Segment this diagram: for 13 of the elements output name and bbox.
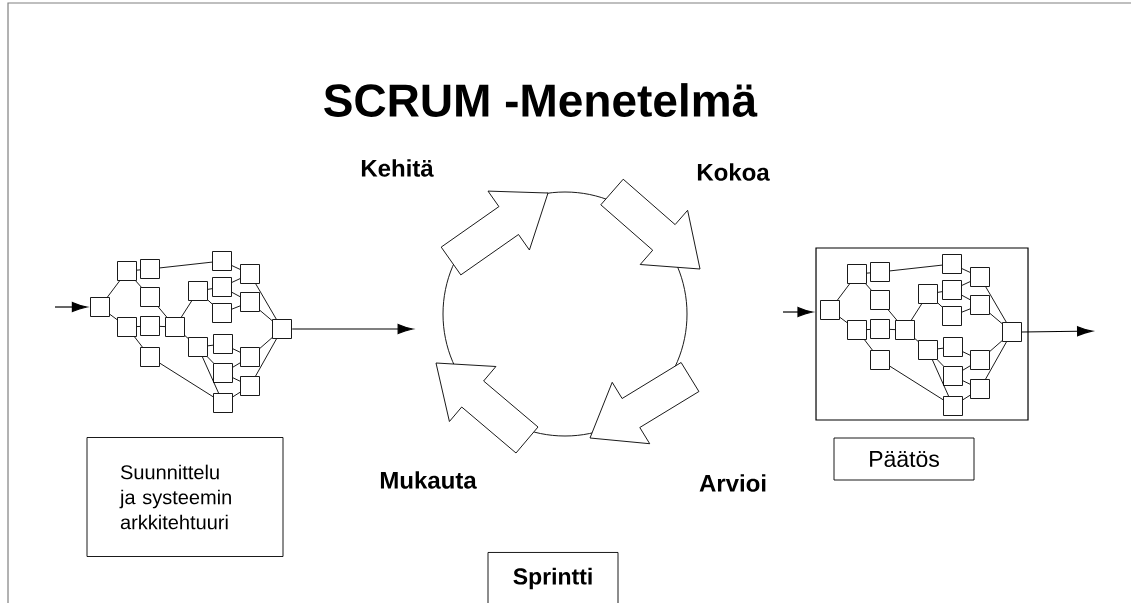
step-label: Arvioi bbox=[699, 474, 766, 492]
step-label: Mukauta bbox=[380, 471, 477, 489]
arrow bbox=[291, 323, 414, 335]
network-drawing bbox=[90, 251, 292, 413]
step-label: Kokoa bbox=[697, 163, 770, 181]
title: SCRUM -Menetelmä bbox=[324, 83, 758, 117]
arrow bbox=[1021, 326, 1093, 337]
text-box: Päätös bbox=[833, 437, 975, 481]
arrow bbox=[54, 301, 88, 313]
arrow bbox=[782, 306, 813, 318]
sprint-box: Sprintti bbox=[487, 552, 619, 603]
text-box: Suunnittelu ja systeemin arkkitehtuuri bbox=[86, 437, 284, 557]
step-label: Kehitä bbox=[361, 159, 434, 177]
